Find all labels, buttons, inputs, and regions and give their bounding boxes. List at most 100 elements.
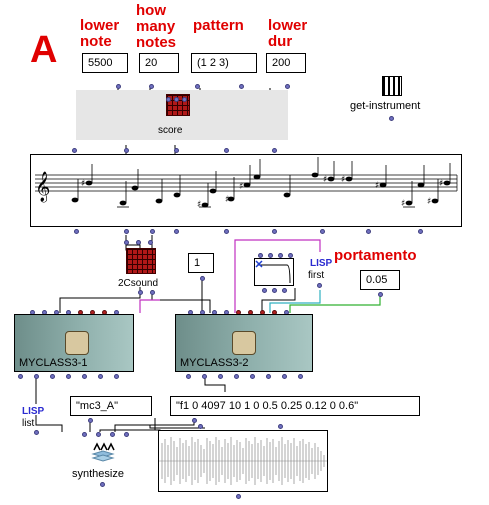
inlet-dot[interactable] <box>182 97 187 102</box>
outlet-dot[interactable] <box>320 229 325 234</box>
outlet-dot[interactable] <box>200 276 205 281</box>
inlet-dot[interactable] <box>136 240 141 245</box>
inlet-dot[interactable] <box>124 240 129 245</box>
inlet-dot[interactable] <box>288 253 293 258</box>
outlet-dot[interactable] <box>138 290 143 295</box>
inlet-dot[interactable] <box>82 432 87 437</box>
header-lower-dur: lower dur <box>268 17 308 50</box>
svg-text:♯: ♯ <box>375 181 379 191</box>
outlet-dot[interactable] <box>389 116 394 121</box>
outlet-dot[interactable] <box>72 148 77 153</box>
outlet-dot[interactable] <box>298 374 303 379</box>
outlet-dot[interactable] <box>282 374 287 379</box>
lisp-first-label: first <box>308 270 325 281</box>
outlet-dot[interactable] <box>82 374 87 379</box>
outlet-dot[interactable] <box>114 374 119 379</box>
inlet-dot[interactable] <box>198 424 203 429</box>
inlet-dot[interactable] <box>110 432 115 437</box>
outlet-dot[interactable] <box>100 482 105 487</box>
lower-note-input[interactable]: 5500 <box>82 53 128 73</box>
bpf-editor-box[interactable] <box>254 258 294 286</box>
outlet-dot[interactable] <box>285 84 290 89</box>
outlet-dot[interactable] <box>317 283 322 288</box>
svg-text:♯: ♯ <box>239 182 243 192</box>
synthesize-label: synthesize <box>72 468 124 480</box>
outlet-dot[interactable] <box>366 229 371 234</box>
inlet-dot[interactable] <box>268 253 273 258</box>
myclass3-2-box[interactable]: MYCLASS3-2 <box>175 314 313 372</box>
outlet-dot[interactable] <box>224 148 229 153</box>
header-how-many-notes: how many notes <box>136 2 177 51</box>
svg-text:♯: ♯ <box>401 199 405 209</box>
outlet-dot[interactable] <box>418 229 423 234</box>
outlet-dot[interactable] <box>266 374 271 379</box>
outlet-dot[interactable] <box>18 374 23 379</box>
header-pattern: pattern <box>193 17 244 34</box>
portamento-input[interactable]: 0.05 <box>360 270 400 290</box>
patch-letter: A <box>30 29 58 71</box>
outlet-dot[interactable] <box>124 229 129 234</box>
outlet-dot[interactable] <box>149 84 154 89</box>
inlet-dot[interactable] <box>148 240 153 245</box>
outlet-dot[interactable] <box>88 418 93 423</box>
outlet-dot[interactable] <box>186 374 191 379</box>
instrument-name-input[interactable]: "mc3_A" <box>70 396 152 416</box>
instrument-icon <box>232 331 256 355</box>
outlet-dot[interactable] <box>116 84 121 89</box>
score-statement-input[interactable]: "f1 0 4097 10 1 0 0.5 0.25 0.12 0 0.6" <box>170 396 420 416</box>
myclass3-2-label: MYCLASS3-2 <box>180 357 249 369</box>
outlet-dot[interactable] <box>250 374 255 379</box>
outlet-dot[interactable] <box>272 229 277 234</box>
outlet-dot[interactable] <box>192 418 197 423</box>
outlet-dot[interactable] <box>50 374 55 379</box>
inlet-dot[interactable] <box>278 253 283 258</box>
outlet-dot[interactable] <box>195 84 200 89</box>
bpf-curve <box>255 260 291 284</box>
outlet-dot[interactable] <box>239 84 244 89</box>
inlet-dot[interactable] <box>124 432 129 437</box>
svg-text:♯: ♯ <box>323 175 327 185</box>
outlet-dot[interactable] <box>234 374 239 379</box>
inlet-dot[interactable] <box>166 97 171 102</box>
how-many-notes-input[interactable]: 20 <box>139 53 179 73</box>
outlet-dot[interactable] <box>66 374 71 379</box>
outlet-dot[interactable] <box>218 374 223 379</box>
outlet-dot[interactable] <box>282 288 287 293</box>
myclass3-1-box[interactable]: MYCLASS3-1 <box>14 314 134 372</box>
inlet-dot[interactable] <box>96 432 101 437</box>
csound-label: 2Csound <box>118 278 159 289</box>
outlet-dot[interactable] <box>272 148 277 153</box>
outlet-dot[interactable] <box>124 148 129 153</box>
waveform <box>159 437 327 485</box>
inlet-dot[interactable] <box>174 97 179 102</box>
outlet-dot[interactable] <box>150 290 155 295</box>
outlet-dot[interactable] <box>98 374 103 379</box>
sound-waveform-view[interactable] <box>158 430 328 492</box>
outlet-dot[interactable] <box>272 288 277 293</box>
outlet-dot[interactable] <box>34 430 39 435</box>
get-instrument-label: get-instrument <box>350 100 421 112</box>
pattern-input[interactable]: (1 2 3) <box>191 53 257 73</box>
piano-keys-icon <box>382 76 402 96</box>
outlet-dot[interactable] <box>202 374 207 379</box>
outlet-dot[interactable] <box>150 229 155 234</box>
outlet-dot[interactable] <box>378 292 383 297</box>
outlet-dot[interactable] <box>262 288 267 293</box>
inlet-dot[interactable] <box>278 424 283 429</box>
svg-text:♯: ♯ <box>427 197 431 207</box>
csound-icon[interactable] <box>126 248 156 274</box>
outlet-dot[interactable] <box>34 374 39 379</box>
lower-dur-input[interactable]: 200 <box>266 53 306 73</box>
score-staff-view[interactable]: 𝄞 ♯♯♯♯ ♯♯♯♯ ♯♯ <box>30 154 462 227</box>
outlet-dot[interactable] <box>74 229 79 234</box>
outlet-dot[interactable] <box>174 229 179 234</box>
outlet-dot[interactable] <box>174 148 179 153</box>
outlet-dot[interactable] <box>224 229 229 234</box>
staff-notation: 𝄞 ♯♯♯♯ ♯♯♯♯ ♯♯ <box>35 157 458 210</box>
synthesize-icon[interactable] <box>90 440 116 464</box>
outlet-dot[interactable] <box>236 494 241 499</box>
header-portamento: portamento <box>334 247 417 264</box>
inlet-dot[interactable] <box>258 253 263 258</box>
index-input[interactable]: 1 <box>188 253 214 273</box>
